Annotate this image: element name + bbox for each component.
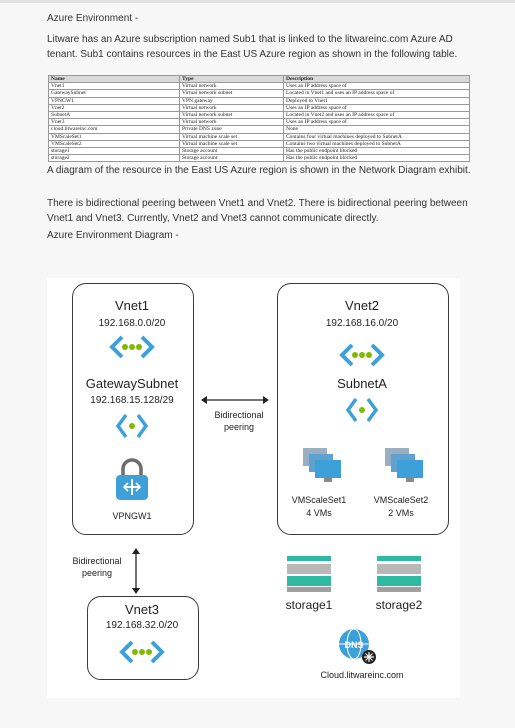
cell-type: Storage account	[179, 154, 284, 163]
peering-arrow-horizontal	[201, 396, 269, 404]
cell-type: VPN gateway	[179, 96, 284, 105]
table-header-type: Type	[179, 74, 284, 84]
peering-label-line2: peering	[81, 568, 113, 578]
vnet1-box	[72, 283, 194, 535]
cell-name: cloud.litwareinc.com	[48, 125, 180, 134]
cell-description: Uses an IP address space of	[283, 103, 470, 113]
cell-name: Vnet3	[48, 118, 180, 127]
peering-label-horizontal: Bidirectional peering	[199, 409, 279, 433]
cell-description: Deployed to Vnet1	[283, 96, 470, 105]
cell-name: SubnetA	[48, 111, 180, 120]
gateway-subnet-name: GatewaySubnet	[85, 376, 179, 391]
vmss2-count: 2 VMs	[388, 508, 414, 518]
peering-label-line2: peering	[223, 422, 255, 432]
cell-description: Located in Vnet2 and uses an IP address …	[283, 111, 470, 120]
peering-label-line1: Bidirectional	[214, 410, 264, 420]
subnet-icon	[115, 413, 149, 439]
peering-label-vertical: Bidirectional peering	[67, 555, 127, 579]
cell-name: storage1	[48, 147, 180, 156]
cell-description: Contains two virtual machines deployed t…	[283, 139, 470, 149]
cell-type: Private DNS zone	[179, 125, 284, 134]
section-heading: Azure Environment -	[47, 13, 139, 24]
cell-description: None	[283, 125, 470, 134]
vnet2-name: Vnet2	[345, 298, 379, 313]
cell-name: GatewaySubnet	[48, 89, 180, 98]
gateway-subnet-address: 192.168.15.128/29	[90, 395, 174, 406]
peering-label-line1: Bidirectional	[72, 556, 122, 566]
cell-name: VMScaleSet1	[48, 132, 180, 141]
peering-paragraph: There is bidirectional peering between V…	[47, 198, 468, 224]
table-header-row: Name Type Description	[48, 74, 470, 84]
vm-scale-set-icon	[303, 448, 341, 482]
vnet3-box	[87, 596, 199, 680]
cell-name: Vnet1	[48, 82, 180, 91]
vmss2-name: VMScaleSet2	[373, 495, 429, 505]
cell-type: Virtual network	[179, 82, 284, 91]
vnet1-name: Vnet1	[115, 298, 149, 313]
vmss1-count: 4 VMs	[306, 508, 332, 518]
peering-arrow-vertical	[132, 548, 140, 594]
dns-zone-label: Cloud.litwareinc.com	[320, 670, 404, 680]
intro-paragraph: Litware has an Azure subscription named …	[47, 34, 458, 60]
cell-name: VPNGW1	[48, 96, 180, 105]
network-diagram: Vnet1 192.168.0.0/20 GatewaySubnet 192.1…	[47, 278, 460, 698]
diagram-reference-paragraph: A diagram of the resource in the East US…	[47, 165, 471, 176]
subnet-icon	[345, 397, 379, 423]
subneta-name: SubnetA	[337, 376, 387, 391]
cell-type: Virtual network	[179, 103, 284, 113]
vnet-icon	[109, 335, 155, 359]
vnet-icon	[339, 343, 385, 367]
cell-type: Storage account	[179, 147, 284, 156]
vnet-icon	[119, 640, 165, 664]
storage-account-icon	[377, 556, 421, 592]
cell-type: Virtual machine scale set	[179, 132, 284, 141]
cell-description: Contains four virtual machines deployed …	[283, 132, 470, 141]
vnet3-name: Vnet3	[125, 602, 159, 617]
vnet2-address: 192.168.16.0/20	[325, 318, 399, 329]
vmss1-name: VMScaleSet1	[291, 495, 347, 505]
dns-zone-icon: DNS	[339, 628, 376, 664]
vnet1-address: 192.168.0.0/20	[98, 318, 166, 329]
cell-type: Virtual network subnet	[179, 89, 284, 98]
vpn-gateway-lock-icon	[116, 458, 148, 500]
cell-description: Has the public endpoint blocked	[283, 147, 470, 156]
storage-account-icon	[287, 556, 331, 592]
cell-description: Uses an IP address space of	[283, 82, 470, 91]
vm-scale-set-icon	[385, 448, 423, 482]
cell-type: Virtual machine scale set	[179, 139, 284, 149]
cell-description: Has the public endpoint blocked	[283, 154, 470, 163]
vnet3-address: 192.168.32.0/20	[105, 620, 179, 631]
storage1-label: storage1	[285, 598, 333, 612]
cell-description: Uses an IP address space of	[283, 118, 470, 127]
diagram-heading: Azure Environment Diagram -	[47, 230, 179, 241]
storage2-label: storage2	[375, 598, 423, 612]
cell-name: Vnet2	[48, 103, 180, 113]
cell-type: Virtual network	[179, 118, 284, 127]
top-divider	[0, 0, 515, 3]
vnet2-box	[277, 283, 449, 535]
cell-type: Virtual network subnet	[179, 111, 284, 120]
cell-name: VMScaleSet2	[48, 139, 180, 149]
cell-description: Located in Vnet1 and uses an IP address …	[283, 89, 470, 98]
vpn-gateway-label: VPNGW1	[112, 511, 152, 521]
table-header-description: Description	[283, 74, 470, 84]
table-header-name: Name	[48, 74, 180, 84]
cell-name: storage2	[48, 154, 180, 163]
dns-icon-text: DNS	[344, 640, 363, 650]
